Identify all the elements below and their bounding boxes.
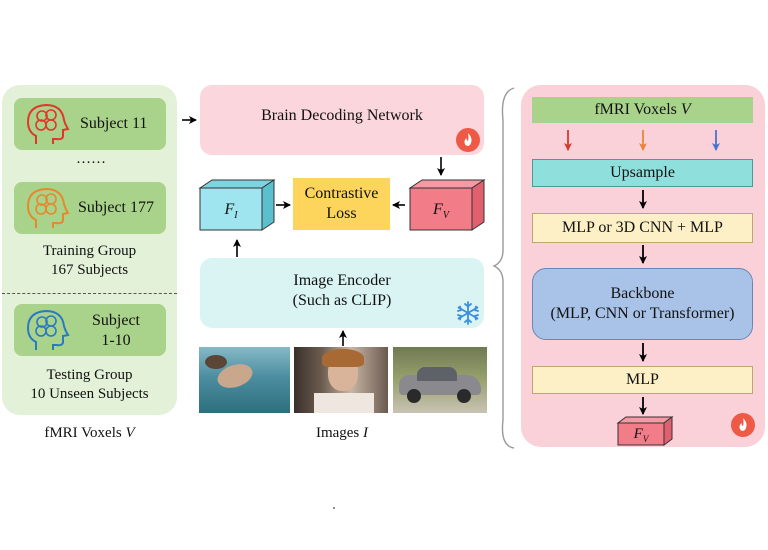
voxels-input-text: fMRI Voxels bbox=[594, 101, 681, 118]
right-brace bbox=[492, 87, 515, 449]
snowflake-icon bbox=[457, 301, 479, 325]
training-group-label: Training Group 167 Subjects bbox=[2, 242, 177, 280]
feature-fi-label: FI bbox=[200, 200, 262, 223]
fmri-voxels-caption-text: fMRI Voxels bbox=[44, 425, 126, 441]
subject-177-label: Subject 177 bbox=[78, 199, 154, 216]
image-encoder-line2: (Such as CLIP) bbox=[292, 292, 392, 309]
feature-fv-cube bbox=[408, 179, 486, 231]
testing-group-count: 10 Unseen Subjects bbox=[30, 385, 149, 402]
backbone-line1: Backbone bbox=[610, 285, 675, 302]
images-caption-text: Images bbox=[315, 425, 364, 441]
fi-sub: I bbox=[234, 210, 238, 222]
contrastive-loss-box: Contrastive Loss bbox=[293, 178, 390, 230]
testing-group-label: Testing Group 10 Unseen Subjects bbox=[2, 366, 177, 404]
fv-sub: V bbox=[442, 210, 449, 222]
fv-main: F bbox=[433, 201, 443, 218]
contrastive-loss-line1: Contrastive bbox=[304, 185, 379, 202]
brain-decoding-network-box: Brain Decoding Network bbox=[200, 85, 484, 155]
brain-head-icon bbox=[26, 103, 70, 144]
backbone-line2: (MLP, CNN or Transformer) bbox=[550, 305, 735, 322]
training-group-title: Training Group bbox=[42, 243, 137, 259]
training-group-count: 167 Subjects bbox=[50, 261, 129, 278]
fmri-voxels-caption: fMRI Voxels V bbox=[2, 424, 177, 443]
subject-11-label: Subject 11 bbox=[80, 115, 148, 132]
feature-fi-cube bbox=[198, 179, 276, 231]
subject-1-10-label: Subject 1-10 bbox=[76, 311, 156, 351]
subjects-ellipsis: …… bbox=[76, 151, 106, 167]
subject-11-box: Subject 11 bbox=[14, 98, 166, 150]
brain-head-icon bbox=[26, 309, 70, 350]
fire-icon bbox=[731, 413, 755, 437]
image-encoder-box: Image Encoder (Such as CLIP) bbox=[200, 258, 484, 328]
out-fv-main: F bbox=[633, 426, 643, 442]
mlp-or-cnn-box: MLP or 3D CNN + MLP bbox=[532, 213, 753, 243]
subject-1-10-line2: 1-10 bbox=[101, 332, 131, 349]
group-divider bbox=[2, 293, 177, 294]
subject-1-10-line1: Subject bbox=[92, 312, 140, 329]
out-fv-sub: V bbox=[642, 434, 649, 444]
mlp-box: MLP bbox=[532, 366, 753, 394]
voxels-input-var: V bbox=[680, 101, 691, 118]
feature-fv-label: FV bbox=[410, 200, 472, 223]
contrastive-loss-line2: Loss bbox=[326, 205, 357, 222]
images-caption: Images I bbox=[200, 424, 484, 443]
testing-group-title: Testing Group bbox=[46, 367, 133, 383]
output-fv-cube bbox=[616, 416, 674, 446]
mlp-or-cnn-label: MLP or 3D CNN + MLP bbox=[562, 219, 723, 236]
brain-decoding-network-label: Brain Decoding Network bbox=[261, 107, 423, 124]
image-thumb-swimmer bbox=[199, 347, 290, 413]
brain-head-icon bbox=[26, 187, 70, 228]
stray-dot bbox=[333, 507, 335, 509]
fmri-voxels-input-box: fMRI Voxels V bbox=[532, 97, 753, 123]
subject-1-10-box: Subject 1-10 bbox=[14, 304, 166, 356]
image-encoder-line1: Image Encoder bbox=[293, 272, 391, 289]
fi-main: F bbox=[224, 201, 235, 218]
mlp-label: MLP bbox=[626, 371, 659, 388]
upsample-label: Upsample bbox=[610, 164, 675, 181]
image-thumb-car bbox=[393, 347, 487, 413]
output-fv-label: FV bbox=[618, 425, 664, 445]
backbone-box: Backbone (MLP, CNN or Transformer) bbox=[532, 268, 753, 340]
upsample-box: Upsample bbox=[532, 159, 753, 187]
images-caption-var: I bbox=[363, 425, 369, 441]
fmri-voxels-caption-var: V bbox=[125, 425, 135, 441]
subject-177-box: Subject 177 bbox=[14, 182, 166, 234]
image-thumb-woman bbox=[294, 347, 388, 413]
fire-icon bbox=[456, 128, 480, 152]
